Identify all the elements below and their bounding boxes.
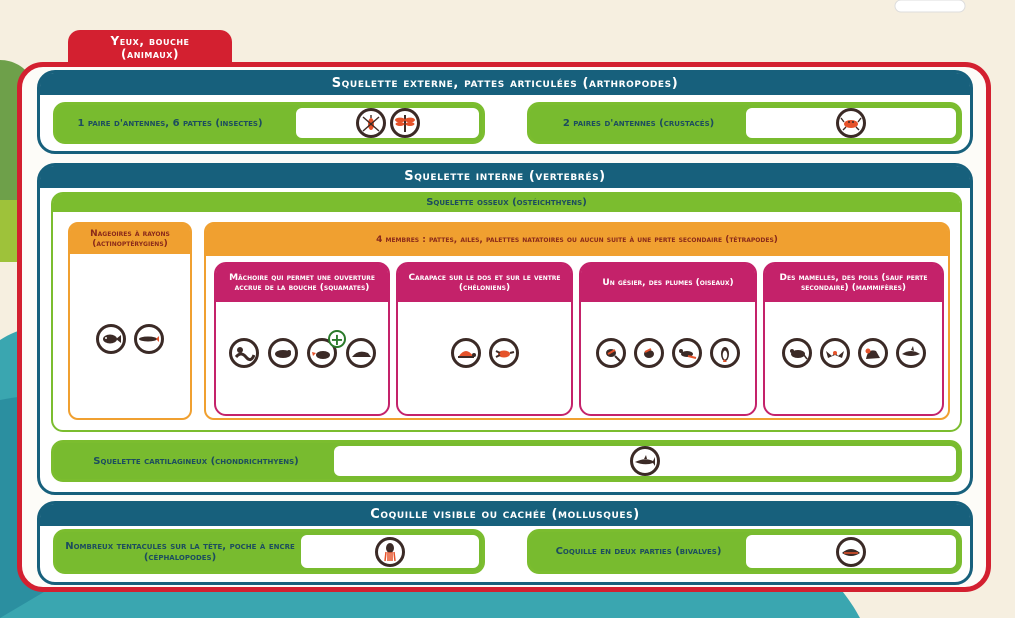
fish-icon[interactable] — [96, 324, 126, 354]
turtle-icon[interactable] — [450, 338, 481, 368]
tetrapods-header: 4 membres : pattes, ailes, palettes nata… — [206, 224, 948, 256]
crab-icon[interactable] — [836, 108, 866, 138]
arthropods-group: Squelette externe, pattes articulées (ar… — [37, 70, 973, 154]
mouse-icon[interactable] — [781, 338, 812, 368]
heron-icon[interactable] — [672, 338, 702, 368]
penguin-icon[interactable] — [710, 338, 740, 368]
birds-label: Un gésier, des plumes (oiseaux) — [581, 264, 755, 302]
chelonians-label: Carapace sur le dos et sur le ventre (ch… — [398, 264, 571, 302]
cartilaginous-box — [334, 446, 956, 476]
main-title-tab: Yeux, bouche (animaux) — [68, 30, 232, 68]
cartilaginous-label: Squelette cartilagineux (chondrichthyens… — [93, 455, 299, 467]
cephalopods-label: Nombreux tentacules sur la tête, poche à… — [65, 540, 295, 563]
sea-lion-icon[interactable] — [857, 338, 888, 368]
cephalopods-bar: Nombreux tentacules sur la tête, poche à… — [53, 529, 485, 574]
chelonians-box: Carapace sur le dos et sur le ventre (ch… — [396, 262, 573, 416]
mollusks-group: Coquille visible ou cachée (mollusques) … — [37, 501, 973, 585]
mammals-box: Des mamelles, des poils (sauf perte seco… — [763, 262, 944, 416]
crustaceans-bar: 2 paires d'antennes (crustacés) — [527, 102, 962, 144]
mussel-icon[interactable] — [836, 536, 866, 567]
arthropods-header: Squelette externe, pattes articulées (ar… — [40, 73, 970, 95]
bird-icon[interactable] — [596, 338, 626, 368]
chelonians-icons — [398, 338, 571, 368]
squamates-label: Mâchoire qui permet une ouverture accrue… — [216, 264, 388, 302]
platypus-icon[interactable] — [306, 338, 337, 368]
lizard-icon[interactable] — [267, 338, 298, 368]
dolphin-icon[interactable] — [895, 338, 926, 368]
vertebrates-group: Squelette interne (vertebrés) Squelette … — [37, 163, 973, 495]
squid-icon[interactable] — [375, 536, 405, 567]
squamates-box: Mâchoire qui permet une ouverture accrue… — [214, 262, 390, 416]
mammals-label: Des mamelles, des poils (sauf perte seco… — [765, 264, 942, 302]
shark-icon[interactable] — [630, 446, 660, 476]
title-line-2: (animaux) — [121, 47, 179, 61]
dragonfly-icon[interactable] — [389, 108, 420, 138]
birds-box: Un gésier, des plumes (oiseaux) — [579, 262, 757, 416]
snake-icon[interactable] — [228, 338, 259, 368]
birds-icons — [581, 338, 755, 368]
blackbird-icon[interactable] — [634, 338, 664, 368]
bivalves-box — [746, 535, 956, 568]
crustaceans-box — [746, 108, 956, 138]
add-badge[interactable]: + — [328, 330, 346, 348]
seal-icon[interactable] — [345, 338, 376, 368]
bivalves-bar: Coquille en deux parties (bivalves) — [527, 529, 962, 574]
mosquito-icon[interactable] — [355, 108, 386, 138]
ray-finned-label: Nageoires à rayons (actinoptérygiens) — [70, 224, 190, 254]
insects-box — [296, 108, 479, 138]
pike-icon[interactable] — [134, 324, 164, 354]
tetrapods-box: 4 membres : pattes, ailes, palettes nata… — [204, 222, 950, 420]
vertebrates-header: Squelette interne (vertebrés) — [40, 166, 970, 188]
ray-finned-icons — [70, 324, 190, 354]
mollusks-header: Coquille visible ou cachée (mollusques) — [40, 504, 970, 526]
ray-finned-box: Nageoires à rayons (actinoptérygiens) — [68, 222, 192, 420]
squamates-icons — [216, 338, 388, 368]
cartilaginous-bar: Squelette cartilagineux (chondrichthyens… — [51, 440, 962, 482]
title-line-1: Yeux, bouche — [110, 34, 190, 48]
bony-skeleton-header: Squelette osseux (ostéichthyens) — [53, 194, 960, 212]
crustaceans-label: 2 paires d'antennes (crustacés) — [562, 117, 715, 129]
insects-bar: 1 paire d'antennes, 6 pattes (insectes) — [53, 102, 485, 144]
bat-icon[interactable] — [819, 338, 850, 368]
mammals-icons — [765, 338, 942, 368]
cephalopods-box — [301, 535, 479, 568]
insects-label: 1 paire d'antennes, 6 pattes (insectes) — [77, 117, 263, 129]
sea-turtle-icon[interactable] — [488, 338, 519, 368]
bivalves-label: Coquille en deux parties (bivalves) — [555, 546, 722, 557]
bony-skeleton-group: Squelette osseux (ostéichthyens) Nageoir… — [51, 192, 962, 432]
